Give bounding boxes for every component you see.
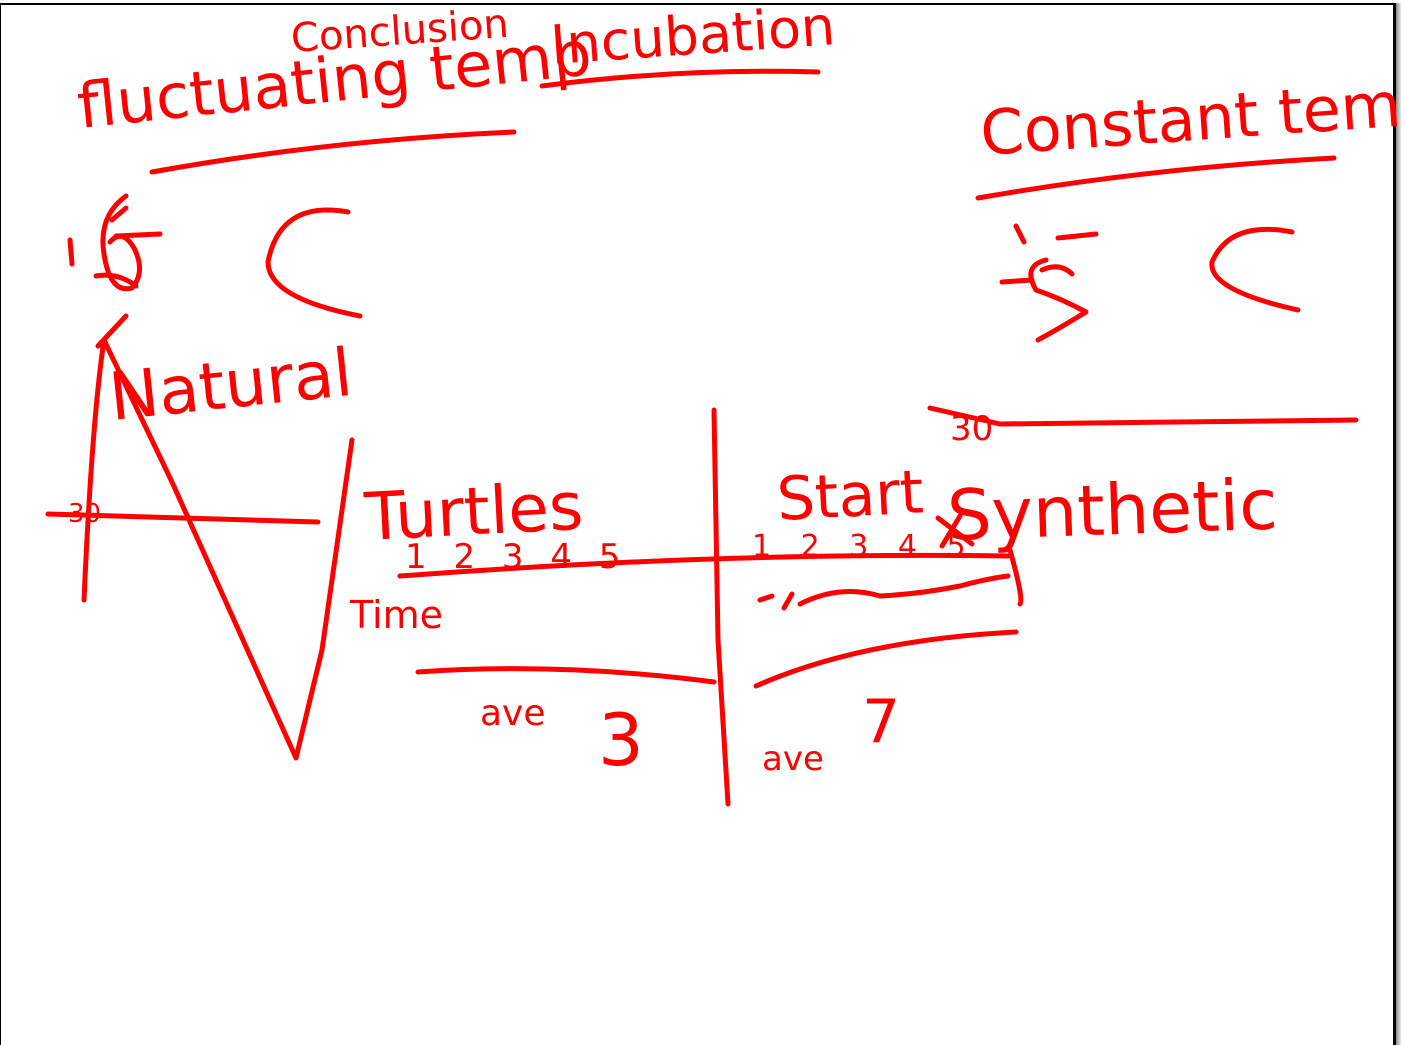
right-average-line: [753, 629, 1019, 689]
scratched-number-mark: [935, 513, 975, 549]
table-header-line: [397, 552, 1011, 579]
time-text: Time: [349, 593, 443, 637]
synthetic-text: Synthetic: [946, 464, 1279, 557]
moon-icon-constant: [1209, 226, 1301, 313]
constant-temperature-line: [927, 405, 1359, 427]
sun-icon: [67, 193, 163, 292]
sun-icon-constant: [999, 223, 1099, 343]
ave-left-value: 3: [598, 698, 644, 782]
constant-temp-text: Constant temp: [978, 65, 1405, 170]
incubation-underline: [539, 68, 821, 89]
constant-underline: [975, 155, 1337, 201]
ave-left-label: ave: [480, 693, 546, 734]
table-divider-vertical: [711, 407, 731, 807]
start-text: Start: [775, 457, 925, 535]
canvas-right-shadow: [1396, 3, 1401, 1045]
ave-right-label: ave: [762, 739, 824, 779]
natural-temperature-graph: [45, 313, 355, 761]
ave-right-value: 7: [862, 687, 900, 757]
turtles-text: Turtles: [362, 468, 585, 556]
left-average-line: [415, 666, 717, 685]
canvas-border: [0, 3, 1396, 1045]
right-bracket: [1007, 547, 1024, 607]
right-data-scribble: [757, 573, 1011, 611]
moon-icon: [265, 207, 363, 319]
fluctuating-underline: [149, 129, 517, 175]
